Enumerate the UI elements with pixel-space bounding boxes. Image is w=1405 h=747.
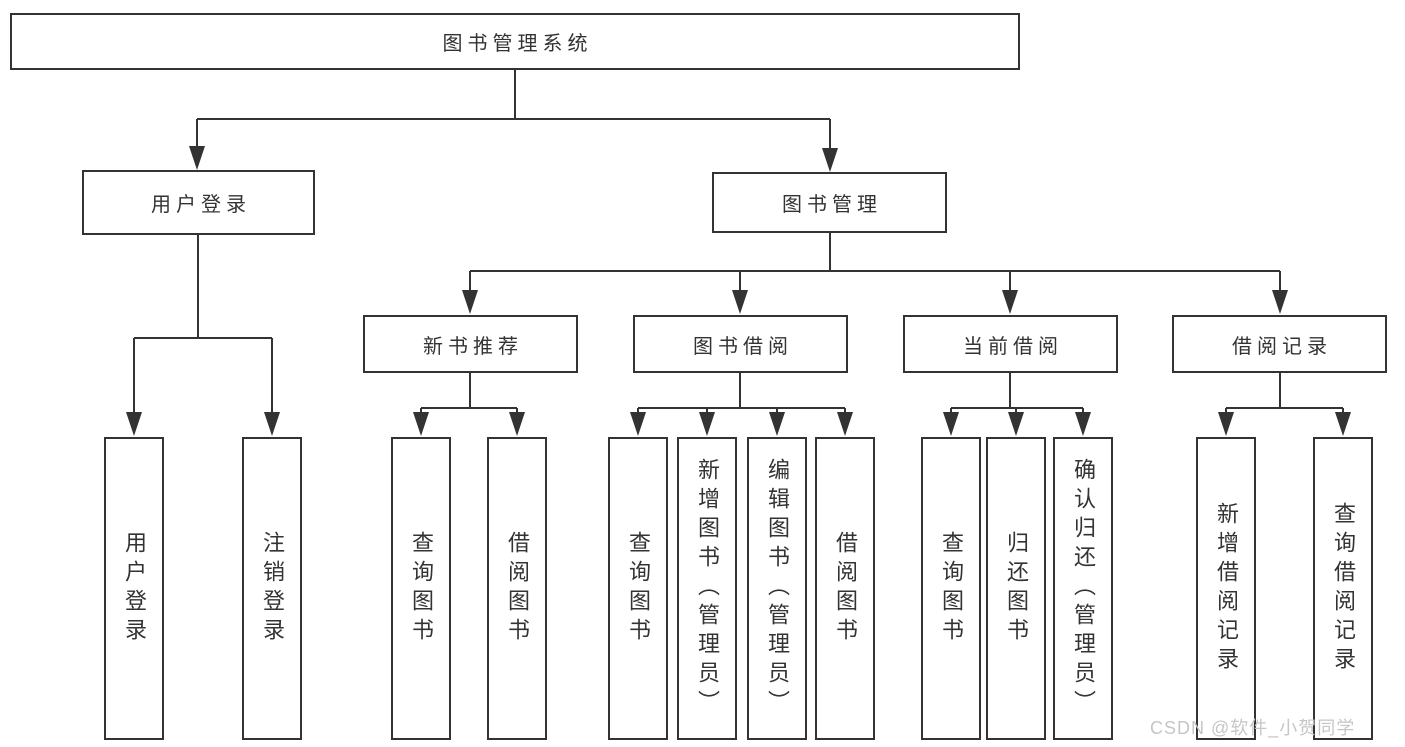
node-leaf-return-books: 归还图书	[986, 437, 1046, 740]
node-leaf-add-books-admin: 新增图书（管理员）	[677, 437, 737, 740]
node-leaf-borrow-books-1: 借阅图书	[487, 437, 547, 740]
node-leaf-query-books-1: 查询图书	[391, 437, 451, 740]
node-current-borrowing-label: 当前借阅	[963, 335, 1063, 358]
node-root: 图书管理系统	[10, 13, 1020, 70]
node-leaf-query-borrow-record-label: 查询借阅记录	[1331, 501, 1356, 676]
node-root-label: 图书管理系统	[442, 33, 593, 55]
node-leaf-user-login-label: 用户登录	[122, 530, 147, 647]
node-leaf-query-books-1-label: 查询图书	[409, 530, 434, 647]
node-leaf-query-books-3: 查询图书	[921, 437, 981, 740]
node-user-login: 用户登录	[82, 170, 315, 235]
node-leaf-logout-label: 注销登录	[260, 530, 285, 647]
node-leaf-query-books-2-label: 查询图书	[626, 530, 651, 647]
node-leaf-add-books-admin-label: 新增图书（管理员）	[695, 458, 720, 719]
node-leaf-return-books-label: 归还图书	[1004, 530, 1029, 647]
node-borrowing-records-label: 借阅记录	[1232, 335, 1332, 358]
node-leaf-add-borrow-record: 新增借阅记录	[1196, 437, 1256, 740]
node-leaf-confirm-return-admin-label: 确认归还（管理员）	[1071, 458, 1096, 719]
node-leaf-user-login: 用户登录	[104, 437, 164, 740]
node-leaf-query-borrow-record: 查询借阅记录	[1313, 437, 1373, 740]
node-leaf-borrow-books-2: 借阅图书	[815, 437, 875, 740]
node-new-book-recommendation: 新书推荐	[363, 315, 578, 373]
node-user-login-label: 用户登录	[151, 194, 251, 216]
node-book-management: 图书管理	[712, 172, 947, 233]
node-new-book-recommendation-label: 新书推荐	[423, 335, 523, 358]
node-leaf-query-books-3-label: 查询图书	[939, 530, 964, 647]
node-leaf-add-borrow-record-label: 新增借阅记录	[1214, 501, 1239, 676]
watermark: CSDN @软件_小贺同学	[1150, 718, 1356, 738]
node-leaf-confirm-return-admin: 确认归还（管理员）	[1053, 437, 1113, 740]
node-leaf-edit-books-admin-label: 编辑图书（管理员）	[765, 458, 790, 719]
node-book-management-label: 图书管理	[782, 194, 882, 216]
node-book-borrowing: 图书借阅	[633, 315, 848, 373]
node-leaf-logout: 注销登录	[242, 437, 302, 740]
node-book-borrowing-label: 图书借阅	[693, 335, 793, 358]
node-leaf-query-books-2: 查询图书	[608, 437, 668, 740]
node-leaf-borrow-books-2-label: 借阅图书	[833, 530, 858, 647]
node-leaf-edit-books-admin: 编辑图书（管理员）	[747, 437, 807, 740]
node-borrowing-records: 借阅记录	[1172, 315, 1387, 373]
node-leaf-borrow-books-1-label: 借阅图书	[505, 530, 530, 647]
node-current-borrowing: 当前借阅	[903, 315, 1118, 373]
